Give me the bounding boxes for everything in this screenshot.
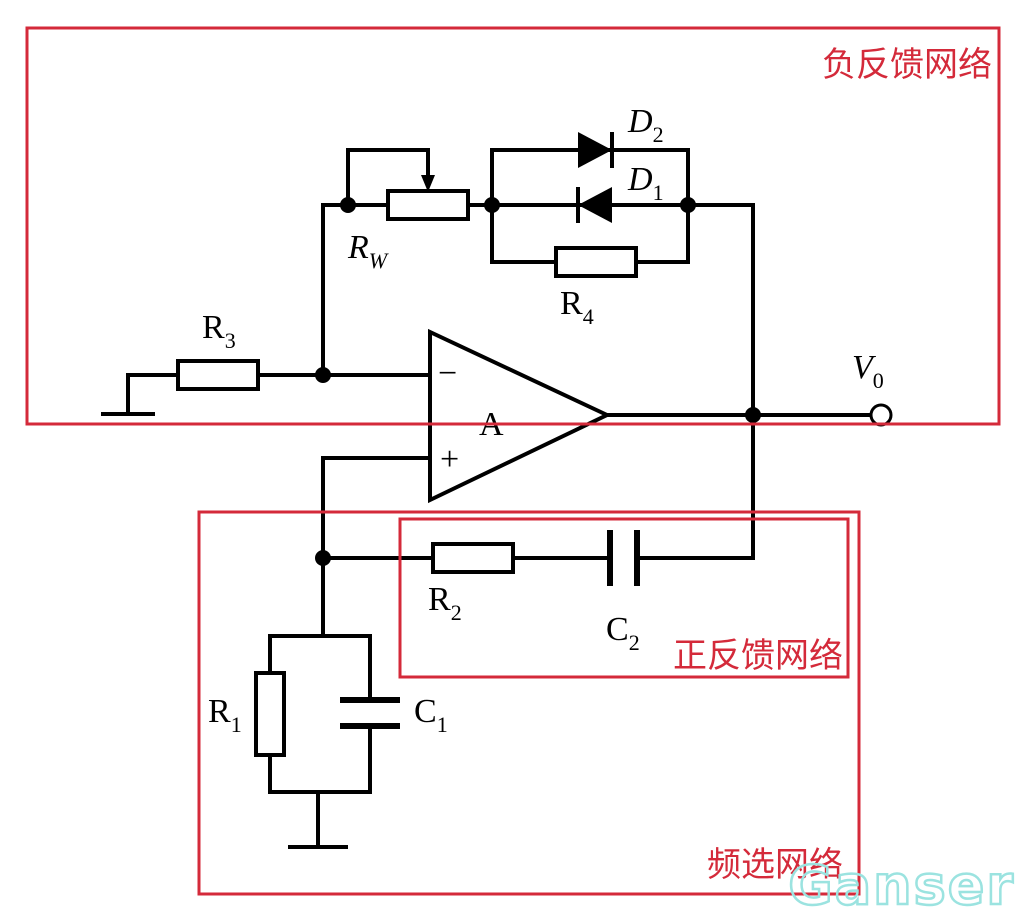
label-positive-feedback: 正反馈网络 [673, 636, 843, 676]
label-minus: − [438, 355, 457, 392]
junction-noninverting [315, 550, 331, 566]
label-vout: V0 [852, 349, 884, 393]
resistor-r1 [254, 671, 286, 757]
wire-rc-top [268, 634, 372, 702]
wire-noninverting [321, 456, 432, 638]
region-negative-feedback-box [25, 26, 1001, 426]
label-frequency-select: 频选网络 [707, 845, 843, 885]
label-rw: RW [347, 229, 389, 273]
wire-output-loop [635, 203, 755, 560]
wire-rw-wiper [346, 148, 430, 207]
resistor-r3 [176, 359, 260, 391]
label-c2: C2 [606, 611, 640, 655]
junction-parallel-left [484, 197, 500, 213]
capacitor-c2 [607, 530, 640, 586]
label-r4: R4 [560, 285, 594, 329]
label-r1: R1 [208, 693, 242, 737]
watermark: Ganser [788, 854, 1015, 915]
diode-d1 [576, 187, 612, 223]
junction-output [745, 407, 761, 423]
region-positive-feedback-box [398, 517, 850, 679]
label-d1: D1 [627, 161, 664, 205]
potentiometer-rw [386, 189, 470, 221]
junction-dots [315, 197, 761, 566]
op-amp-a [428, 328, 612, 504]
label-d2: D2 [627, 103, 664, 147]
label-r2: R2 [428, 581, 462, 625]
diode-d2 [578, 132, 614, 168]
output-terminal [869, 403, 893, 427]
junction-rw-left [340, 197, 356, 213]
resistor-r2 [431, 542, 515, 574]
label-plus: + [440, 441, 459, 478]
label-r3: R3 [202, 309, 236, 353]
resistor-r4 [554, 246, 638, 278]
wires [101, 148, 872, 849]
wire-ground-r3 [126, 373, 180, 416]
junction-inverting [315, 367, 331, 383]
junction-parallel-right [680, 197, 696, 213]
rw-wiper-arrow [421, 175, 435, 192]
label-c1: C1 [414, 693, 448, 737]
label-negative-feedback: 负反馈网络 [822, 45, 992, 85]
capacitor-c1 [340, 697, 400, 729]
wire-feedback-left [321, 203, 390, 377]
region-frequency-select-box [197, 510, 861, 896]
